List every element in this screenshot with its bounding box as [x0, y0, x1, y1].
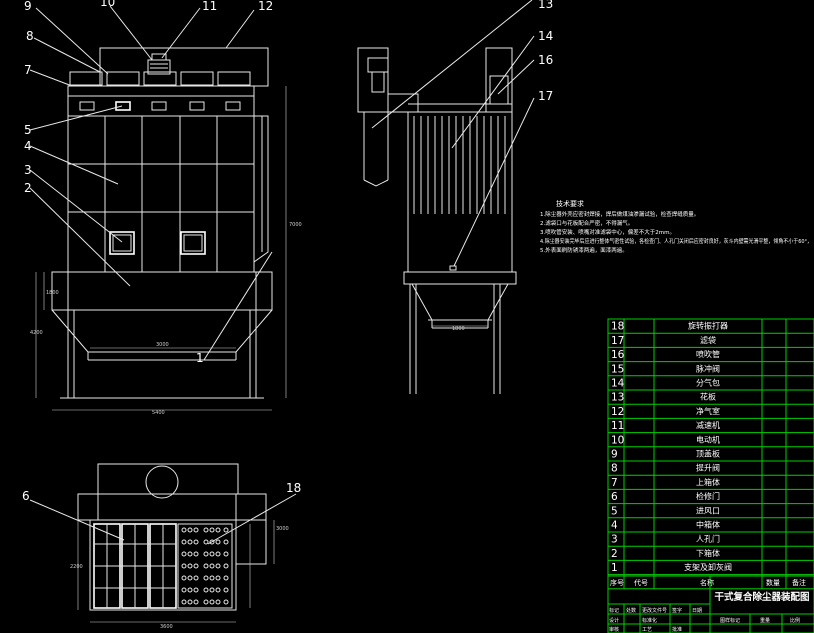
- tb-cell-13: 比例: [790, 617, 800, 624]
- bom-row-name: 人孔门: [696, 534, 720, 544]
- bom-row-name: 脉冲阀: [696, 363, 720, 373]
- front-elevation: 7000 1800 4200 3000 5400: [30, 47, 302, 416]
- bom-row-name: 减速机: [696, 420, 720, 430]
- tb-cell-4: 签字: [672, 607, 682, 614]
- plan-leaders: 6 18: [22, 481, 301, 545]
- dim-plan-depth: 2200: [70, 564, 83, 570]
- bom-row-no: 1: [611, 562, 618, 574]
- note-3: 3.喷吹管安装、喷嘴对准滤袋中心，偏差不大于2mm。: [540, 228, 675, 236]
- bom-row-no: 17: [611, 335, 624, 347]
- tb-cell-1: 标记: [609, 607, 619, 614]
- tb-cell-10: 批准: [672, 626, 682, 633]
- tb-cell-8: 审核: [609, 626, 619, 633]
- bom-row-no: 3: [611, 534, 618, 546]
- note-4: 4.除尘器安装完毕后应进行整体气密性试验，各检查门、人孔门关闭后应密封良好，灰斗…: [540, 237, 812, 245]
- bom-row-name: 分气包: [696, 377, 720, 387]
- bom-row-name: 进风口: [696, 506, 720, 515]
- front-leaders: 9 10 11 12 8 7 5 4 3 2 1: [24, 0, 273, 365]
- bom-row-name: 下箱体: [696, 548, 720, 558]
- bom-row-name: 净气室: [696, 406, 720, 416]
- bom-row-name: 提升阀: [696, 463, 720, 473]
- side-elevation: 1800: [357, 47, 517, 394]
- bom-row-name: 滤袋: [700, 335, 716, 345]
- tb-cell-7: 标准化: [642, 617, 657, 624]
- bom-row-no: 12: [611, 406, 624, 418]
- bom-row-no: 14: [611, 377, 625, 389]
- notes-title: 技术要求: [556, 199, 584, 208]
- callout-5: 5: [24, 123, 32, 137]
- dim-side-bottom-width: 1800: [452, 326, 465, 332]
- callout-2: 2: [24, 181, 32, 195]
- bom-row-no: 8: [611, 463, 618, 475]
- bom-header-name: 名称: [700, 578, 714, 587]
- bom-row-no: 18: [611, 321, 624, 333]
- bom-header-seq: 序号: [610, 578, 624, 587]
- bom-row-name: 上箱体: [696, 477, 720, 487]
- note-1: 1.除尘器外壳应密封焊接，焊后做煤油渗漏试验，检查焊缝质量。: [540, 210, 699, 218]
- callout-13: 13: [538, 0, 553, 11]
- bom-row-no: 11: [611, 420, 624, 432]
- callout-16: 16: [538, 53, 553, 67]
- plan-view: 2200 3000 3600: [70, 463, 289, 630]
- dim-plan-right: 3000: [276, 526, 289, 532]
- dim-overall-height: 7000: [289, 222, 302, 228]
- note-5: 5.外表面刷防锈漆两遍，面漆两遍。: [540, 246, 628, 254]
- bom-row-no: 10: [611, 434, 624, 446]
- bom-row-no: 15: [611, 363, 624, 375]
- bom-row-name: 喷吹管: [696, 349, 720, 359]
- bom-row-no: 9: [611, 448, 618, 460]
- title-block: 干式复合除尘器装配图 标记 处数 更改文件号 签字 日期 设计 标准化 审核 工…: [607, 575, 814, 633]
- bom-row-name: 检修门: [696, 491, 720, 501]
- bom-row-name: 旋转振打器: [688, 321, 728, 331]
- dim-support-height: 4200: [30, 330, 43, 336]
- bom-row-no: 6: [611, 491, 618, 503]
- bom-row-name: 顶盖板: [696, 448, 720, 458]
- callout-18: 18: [286, 481, 301, 495]
- bom-row-no: 2: [611, 548, 618, 560]
- tb-cell-2: 处数: [626, 607, 636, 614]
- callout-7: 7: [24, 63, 32, 77]
- dim-plan-width: 3600: [160, 624, 173, 630]
- technical-notes: 技术要求 1.除尘器外壳应密封焊接，焊后做煤油渗漏试验，检查焊缝质量。 2.滤袋…: [540, 199, 812, 254]
- callout-12: 12: [258, 0, 273, 13]
- callout-8: 8: [26, 29, 34, 43]
- bom-header-code: 代号: [634, 578, 648, 587]
- bom-row-no: 7: [611, 477, 618, 489]
- bom-row-name: 电动机: [696, 434, 720, 444]
- bom-row-no: 5: [611, 505, 618, 517]
- callout-11: 11: [202, 0, 217, 13]
- filter-bags: [413, 116, 506, 214]
- bom-header-remark: 备注: [792, 578, 806, 587]
- bom-row-no: 16: [611, 349, 625, 361]
- tb-cell-3: 更改文件号: [642, 607, 667, 614]
- bom-row-name: 中箱体: [696, 519, 720, 529]
- callout-17: 17: [538, 89, 553, 103]
- callout-4: 4: [24, 139, 32, 153]
- callout-9: 9: [24, 0, 32, 13]
- dim-bottom-width: 3000: [156, 342, 169, 348]
- dim-base-width: 5400: [152, 410, 165, 416]
- bom-row-name: 花板: [700, 392, 716, 402]
- tb-cell-9: 工艺: [642, 627, 652, 633]
- tb-cell-12: 重量: [760, 617, 770, 624]
- bom-header-qty: 数量: [766, 578, 780, 587]
- bom-row-name: 支架及卸灰阀: [684, 562, 732, 572]
- callout-6: 6: [22, 489, 30, 503]
- tb-cell-11: 图样标记: [720, 617, 740, 624]
- dim-hopper-height: 1800: [46, 290, 59, 296]
- callout-3: 3: [24, 163, 32, 177]
- callout-10: 10: [100, 0, 115, 9]
- bag-holes: [181, 527, 229, 605]
- drawing-title: 干式复合除尘器装配图: [714, 591, 809, 603]
- bom-row-no: 13: [611, 392, 624, 404]
- tb-cell-5: 日期: [692, 608, 702, 614]
- tb-cell-6: 设计: [609, 617, 619, 624]
- callout-14: 14: [538, 29, 553, 43]
- side-leaders: 13 14 16 17: [371, 0, 553, 267]
- callout-1: 1: [196, 351, 204, 365]
- bom-row-no: 4: [611, 519, 618, 531]
- note-2: 2.滤袋口与花板配合严密，不得漏气。: [540, 219, 633, 227]
